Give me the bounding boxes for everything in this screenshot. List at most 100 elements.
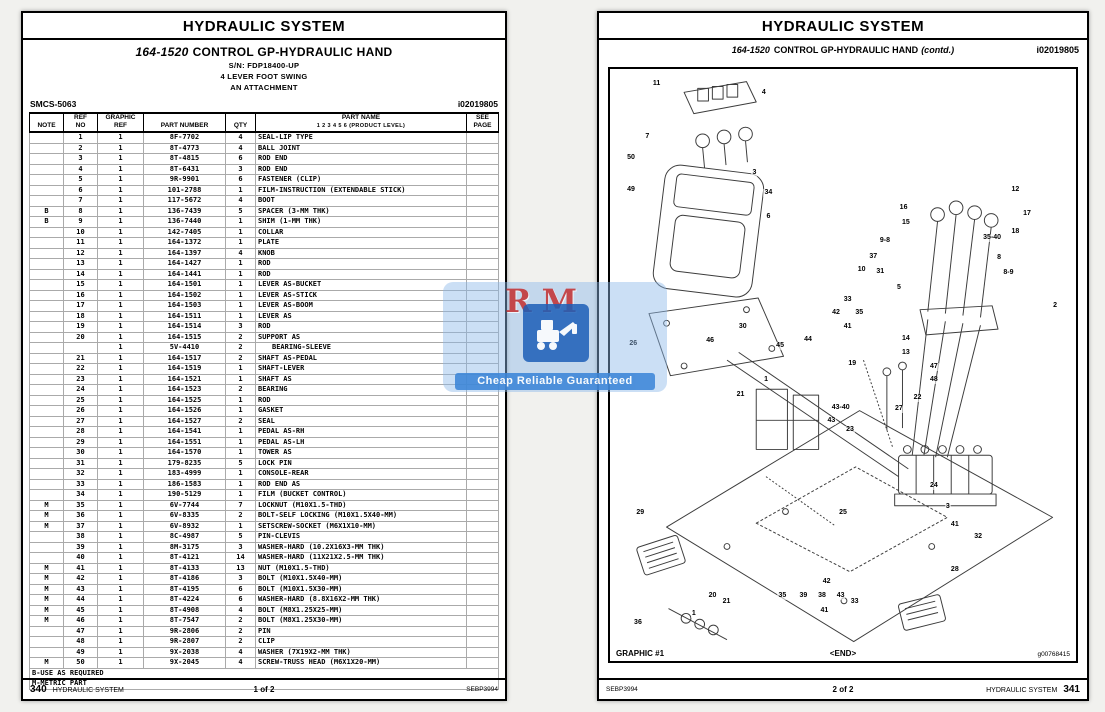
cell-gr: 1 — [97, 499, 144, 511]
cell-part: 164-1551 — [143, 436, 226, 448]
cell-name: WASHER (7X19X2-MM THK) — [255, 646, 467, 658]
cell-page — [466, 331, 499, 343]
callout-1: 1 — [763, 375, 770, 384]
cell-name: BOLT (M10X1.5X30-MM) — [255, 583, 467, 595]
cell-name: CONSOLE-REAR — [255, 468, 467, 480]
cell-qty: 4 — [225, 142, 256, 154]
sheet-indicator: 2 of 2 — [832, 685, 854, 694]
doc-title-name: CONTROL GP-HYDRAULIC HAND — [773, 45, 919, 55]
callout-12: 12 — [1010, 186, 1021, 195]
cell-note — [29, 384, 64, 396]
config-line: 4 LEVER FOOT SWING — [220, 72, 308, 81]
cell-ref: 23 — [63, 373, 98, 385]
cell-gr: 1 — [97, 573, 144, 585]
cell-gr: 1 — [97, 373, 144, 385]
cell-gr: 1 — [97, 457, 144, 469]
cell-qty: 2 — [225, 510, 256, 522]
cell-page — [466, 289, 499, 301]
cell-ref: 25 — [63, 394, 98, 406]
cell-name: LEVER AS-BUCKET — [255, 279, 467, 291]
cell-ref: 19 — [63, 321, 98, 333]
callout-47: 47 — [928, 362, 939, 371]
cell-qty: 6 — [225, 583, 256, 595]
cell-note — [29, 489, 64, 501]
serial-line: S/N: FDP18400-UP — [228, 61, 300, 70]
cell-page — [466, 184, 499, 196]
cell-ref: 8 — [63, 205, 98, 217]
cell-note — [29, 468, 64, 480]
cell-name: COLLAR — [255, 226, 467, 238]
cell-part: 164-1570 — [143, 447, 226, 459]
cell-note — [29, 342, 64, 354]
cell-qty: 1 — [225, 237, 256, 249]
callout-43: 43 — [835, 591, 846, 600]
callout-50: 50 — [626, 153, 636, 162]
cell-page — [466, 604, 499, 616]
cell-note: M — [29, 594, 64, 606]
cell-name: PIN — [255, 625, 467, 637]
cell-qty: 14 — [225, 552, 256, 564]
cell-gr: 1 — [97, 247, 144, 259]
cell-part: 164-1514 — [143, 321, 226, 333]
callout-36: 36 — [633, 618, 643, 627]
cell-part: 8T-4133 — [143, 562, 226, 574]
cell-note: M — [29, 573, 64, 585]
cell-page — [466, 279, 499, 291]
sheet-indicator: 1 of 2 — [253, 685, 275, 694]
cell-name: BEARING-SLEEVE — [255, 342, 467, 354]
cell-ref: 38 — [63, 531, 98, 543]
cell-note: M — [29, 510, 64, 522]
cell-ref: 12 — [63, 247, 98, 259]
cell-ref: 39 — [63, 541, 98, 553]
page-header-title: HYDRAULIC SYSTEM — [599, 13, 1087, 40]
cell-ref: 22 — [63, 363, 98, 375]
exploded-diagram — [636, 81, 1054, 643]
cell-page — [466, 300, 499, 312]
cell-note: M — [29, 615, 64, 627]
cell-qty: 13 — [225, 562, 256, 574]
callout-46: 46 — [705, 337, 716, 346]
table-footnote-row: B-USE AS REQUIRED — [29, 667, 499, 679]
end-marker: <END> — [829, 649, 857, 658]
cell-name: WASHER-HARD (8.8X16X2-MM THK) — [255, 594, 467, 606]
callout-23: 23 — [845, 426, 855, 435]
cell-note: M — [29, 657, 64, 669]
callout-27: 27 — [894, 405, 904, 414]
cell-qty: 4 — [225, 657, 256, 669]
cell-note — [29, 184, 64, 196]
cell-part: 164-1523 — [143, 384, 226, 396]
cell-part: 136-7440 — [143, 216, 226, 228]
cell-page — [466, 226, 499, 238]
cell-gr: 1 — [97, 342, 144, 354]
cell-page — [466, 541, 499, 553]
cell-name: SEAL-LIP TYPE — [255, 131, 467, 144]
cell-name: BOOT — [255, 195, 467, 207]
page-number: 341 — [1063, 684, 1080, 695]
cell-part: 164-1525 — [143, 394, 226, 406]
cell-part: 164-1503 — [143, 300, 226, 312]
cell-part: 190-5129 — [143, 489, 226, 501]
cell-qty: 1 — [225, 478, 256, 490]
cell-qty: 5 — [225, 531, 256, 543]
cell-part: 101-2788 — [143, 184, 226, 196]
doc-id: i02019805 — [1036, 45, 1079, 55]
cell-page — [466, 216, 499, 228]
cell-part: 164-1526 — [143, 405, 226, 417]
cell-name: FILM-INSTRUCTION (EXTENDABLE STICK) — [255, 184, 467, 196]
callout-19: 19 — [847, 359, 858, 368]
cell-ref: 14 — [63, 268, 98, 280]
cell-gr: 1 — [97, 174, 144, 186]
